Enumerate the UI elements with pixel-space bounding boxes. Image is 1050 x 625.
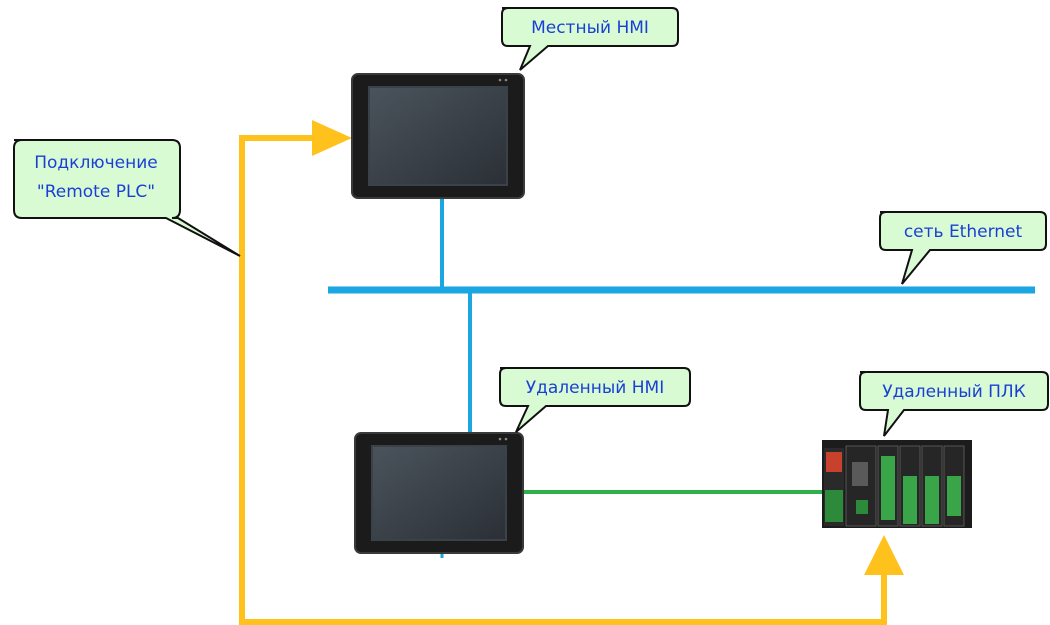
plc-power-terminals — [825, 490, 843, 522]
ethernet-network — [328, 198, 1035, 558]
arrow-to-local-hmi — [312, 120, 352, 156]
remote-hmi-screen-glass — [373, 447, 505, 539]
local-hmi-led — [498, 78, 502, 82]
remote-plc-rack[interactable] — [822, 440, 972, 528]
callout-remote-plc-label: Удаленный ПЛК — [882, 382, 1026, 402]
plc-io-terminal — [903, 476, 917, 524]
plc-cpu-terminal — [856, 500, 868, 514]
remote-link-line-bottom — [242, 570, 887, 625]
remote-link-line-left — [239, 135, 318, 625]
callout-remote-plc: Удаленный ПЛК — [859, 371, 1049, 437]
local-hmi-screen-glass — [370, 88, 506, 184]
callout-ethernet-label: сеть Ethernet — [904, 222, 1023, 242]
plc-cpu-port — [852, 462, 868, 486]
callout-remote-plc-link-line2: "Remote PLC" — [37, 182, 155, 202]
callout-remote-hmi: Удаленный HMI — [499, 367, 691, 433]
callout-bubble — [13, 139, 241, 257]
remote-plc-connection — [239, 120, 904, 625]
plc-io-terminal — [881, 456, 895, 520]
callout-remote-plc-link-line1: Подключение — [34, 153, 158, 173]
callout-local-hmi: Местный HMI — [501, 7, 679, 71]
remote-hmi-led — [498, 437, 502, 441]
callout-remote-plc-link: Подключение "Remote PLC" — [13, 139, 241, 257]
remote-hmi-led — [504, 437, 508, 441]
callout-bubble — [859, 371, 1049, 437]
plc-power-indicator — [826, 452, 842, 472]
remote-hmi-panel[interactable] — [354, 432, 524, 554]
plc-io-terminal — [947, 476, 961, 516]
arrow-to-remote-plc — [864, 535, 904, 575]
callout-bubble — [501, 7, 679, 71]
callout-local-hmi-label: Местный HMI — [531, 18, 649, 38]
callout-ethernet: сеть Ethernet — [879, 211, 1047, 285]
local-hmi-panel[interactable] — [351, 73, 525, 199]
plc-io-terminal — [925, 476, 939, 524]
callout-remote-hmi-label: Удаленный HMI — [526, 378, 664, 398]
local-hmi-led — [504, 78, 508, 82]
callout-bubble — [499, 367, 691, 433]
callout-bubble — [879, 211, 1047, 285]
